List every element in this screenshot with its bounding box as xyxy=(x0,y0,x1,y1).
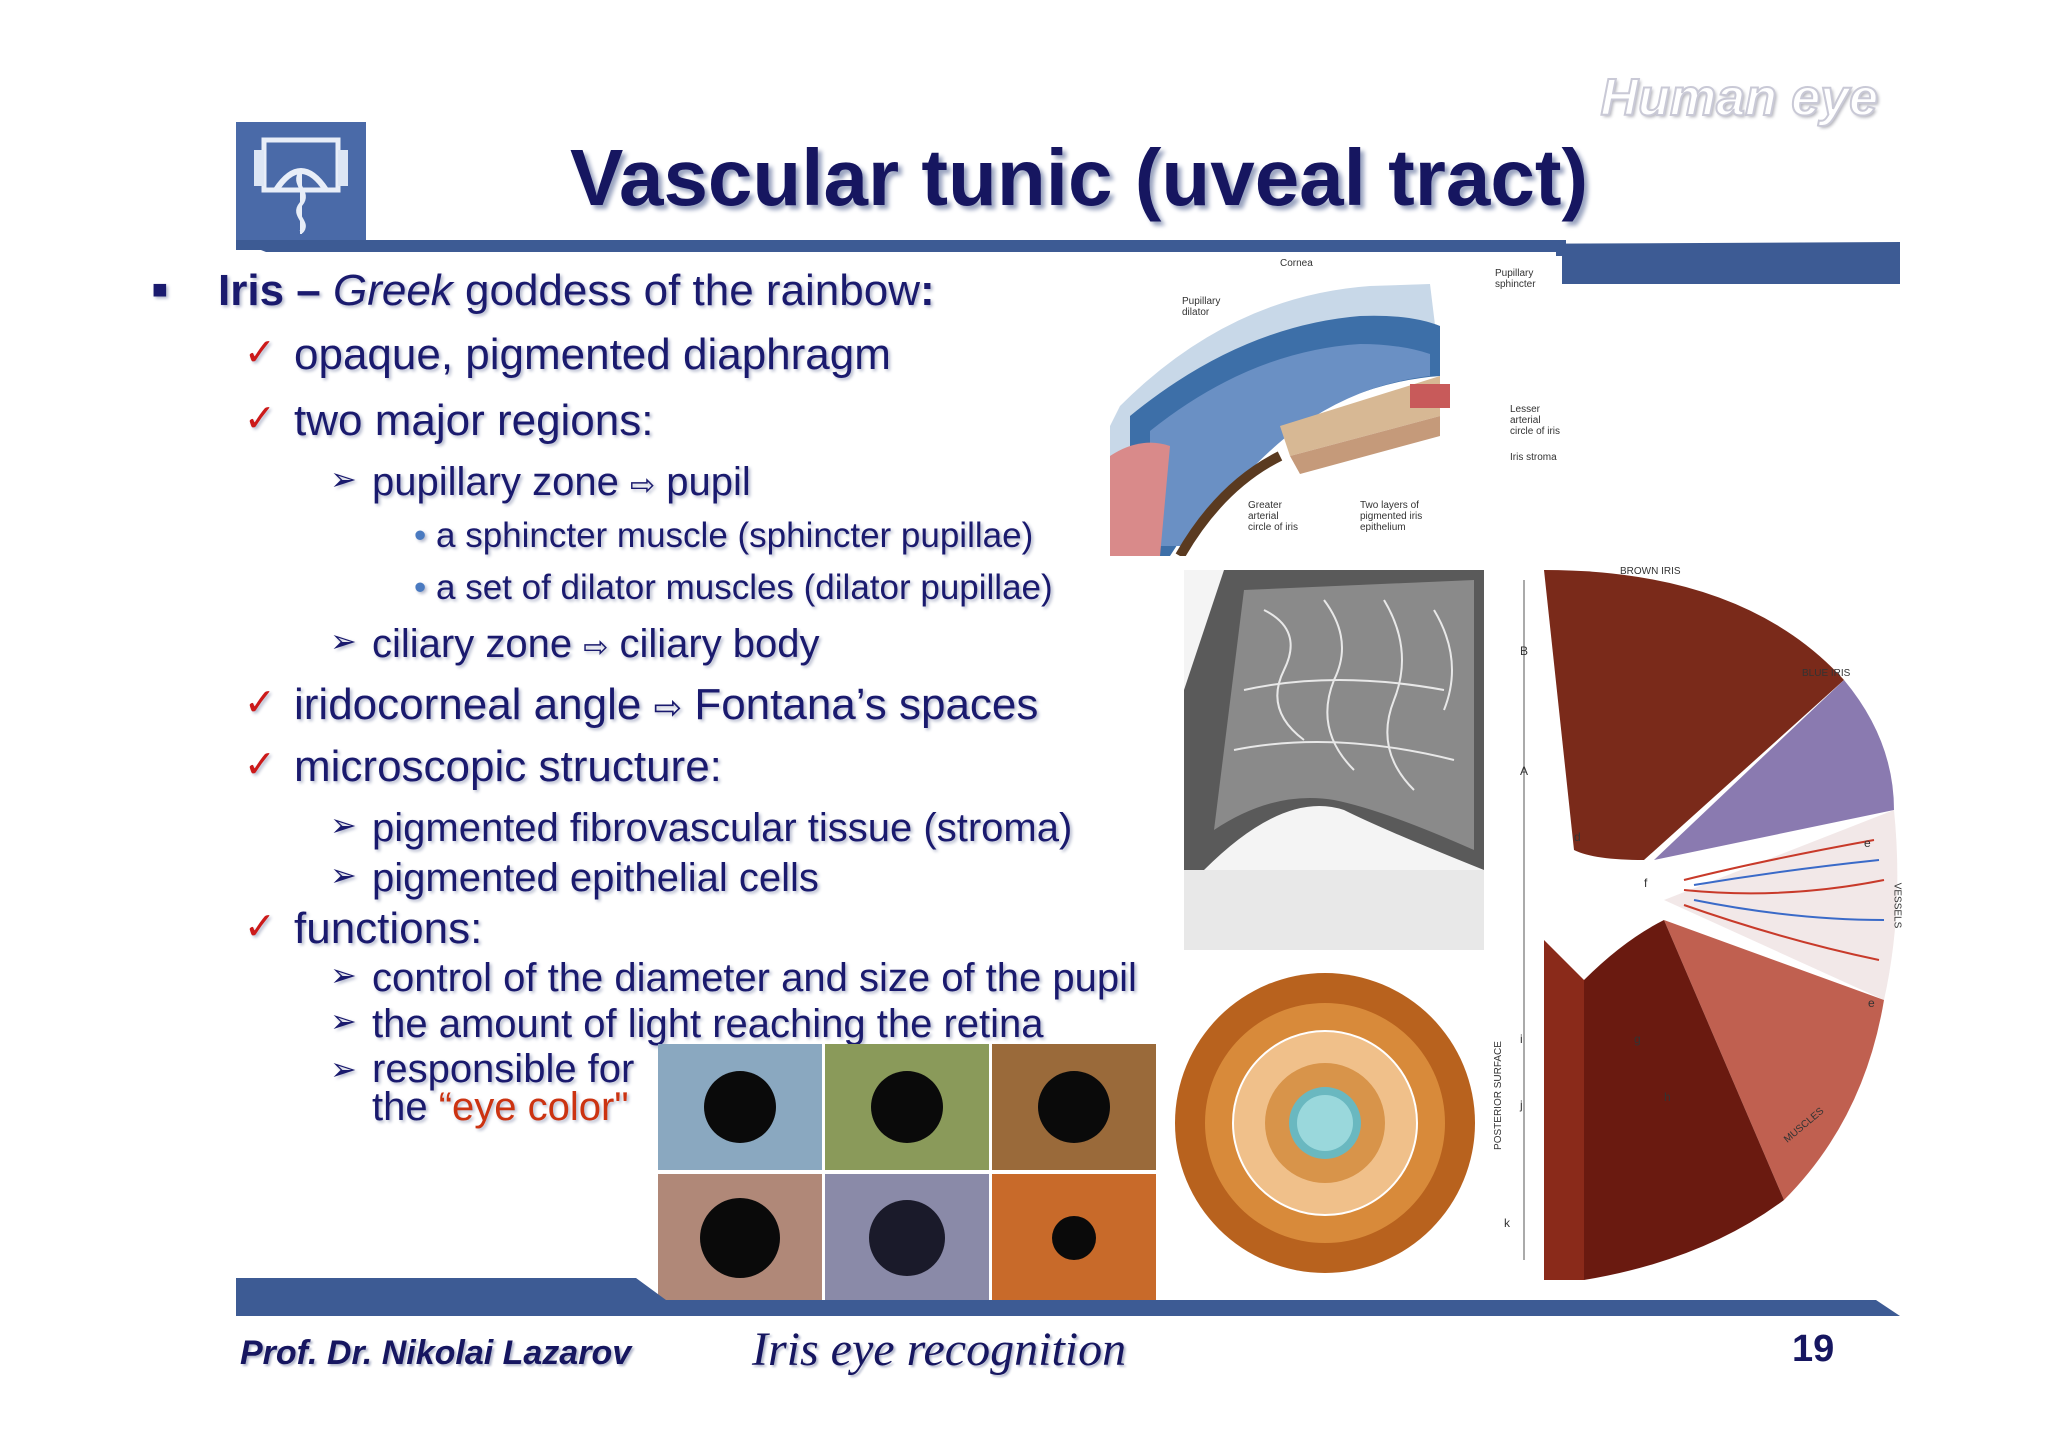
arrow-bullet-icon: ➢ xyxy=(330,807,357,843)
label-letter-j: j xyxy=(1520,1098,1523,1112)
sub-item-ciliary-zone: ➢ ciliary zone ⇨ ciliary body xyxy=(330,622,820,667)
iris-heading: Iris – Greek goddess of the rainbow: xyxy=(218,266,935,316)
university-logo xyxy=(236,122,366,242)
diameter-text: control of the diameter and size of the … xyxy=(372,956,1137,1000)
stroma-drawing-figure xyxy=(1184,570,1484,950)
sub-item-diameter: ➢ control of the diameter and size of th… xyxy=(330,956,1137,1001)
arrow-bullet-icon: ➢ xyxy=(330,957,357,993)
responsible-text: responsible for xyxy=(372,1047,635,1091)
eye-color-photos xyxy=(658,1044,1156,1302)
light-text: the amount of light reaching the retina xyxy=(372,1002,1044,1046)
label-lesser-arterial: Lesser arterial circle of iris xyxy=(1510,404,1561,437)
label-letter-i: i xyxy=(1520,1032,1523,1046)
label-letter-f: f xyxy=(1644,876,1648,890)
arrow-bullet-icon: ➢ xyxy=(330,623,357,659)
fontana-label: Fontana’s spaces xyxy=(694,680,1039,729)
check-item-opaque-text: opaque, pigmented diaphragm xyxy=(294,330,891,379)
label-letter-g: g xyxy=(1634,1032,1641,1046)
eye-color-prefix: the xyxy=(372,1085,439,1129)
label-letter-k: k xyxy=(1504,1216,1510,1230)
iris-heading-rest: goddess of the rainbow xyxy=(452,266,920,315)
sub-item-stroma: ➢ pigmented fibrovascular tissue (stroma… xyxy=(330,806,1073,851)
check-item-regions: ✓ two major regions: xyxy=(244,396,654,446)
arrow-bullet-icon: ➢ xyxy=(330,1051,357,1087)
label-letter-b: B xyxy=(1520,644,1529,658)
label-iris-stroma: Iris stroma xyxy=(1510,452,1557,463)
check-item-opaque: ✓ opaque, pigmented diaphragm xyxy=(244,330,891,380)
label-letter-d: d xyxy=(1574,830,1581,844)
label-pupillary-dilator: Pupillary dilator xyxy=(1182,296,1221,318)
check-item-iridocorneal: ✓ iridocorneal angle ⇨ Fontana’s spaces xyxy=(244,680,1039,730)
frontal-iris-figure xyxy=(1170,968,1480,1278)
footer-subject: Iris eye recognition xyxy=(752,1323,1127,1376)
footer-author: Prof. Dr. Nikolai Lazarov xyxy=(240,1334,632,1372)
dot-bullet-icon: • xyxy=(414,568,427,607)
label-letter-e: e xyxy=(1864,836,1871,850)
stroma-text: pigmented fibrovascular tissue (stroma) xyxy=(372,806,1073,850)
iridocorneal-label: iridocorneal angle xyxy=(294,680,642,729)
check-icon: ✓ xyxy=(244,744,276,786)
sphincter-text: a sphincter muscle (sphincter pupillae) xyxy=(436,516,1034,555)
arrow-bullet-icon: ➢ xyxy=(330,461,357,497)
label-two-layers: Two layers of pigmented iris epithelium xyxy=(1360,500,1423,533)
dot-bullet-icon: • xyxy=(414,516,427,555)
sub-item-eye-color: ➢ responsible for the “eye color" xyxy=(330,1047,635,1129)
check-item-regions-text: two major regions: xyxy=(294,396,654,445)
label-letter-a: A xyxy=(1520,764,1529,778)
arrow-bullet-icon: ➢ xyxy=(330,857,357,893)
iris-sector-figure: BROWN IRIS BLUE IRIS VESSELS MUSCLES POS… xyxy=(1484,560,1904,1300)
label-brown-iris: BROWN IRIS xyxy=(1620,566,1681,577)
dilator-text: a set of dilator muscles (dilator pupill… xyxy=(436,568,1053,607)
eye-color-highlight: “eye color" xyxy=(438,1085,629,1129)
sub-item-pupillary-zone: ➢ pupillary zone ⇨ pupil xyxy=(330,460,751,505)
label-blue-iris: BLUE IRIS xyxy=(1802,668,1851,679)
iris-cross-section-figure: Cornea Pupillary sphincter Pupillary dil… xyxy=(1110,256,1562,556)
iris-heading-bold: Iris – xyxy=(218,266,333,315)
dot-item-dilator: • a set of dilator muscles (dilator pupi… xyxy=(414,568,1053,608)
right-arrow-icon: ⇨ xyxy=(653,689,683,727)
label-vessels: VESSELS xyxy=(1891,882,1903,929)
dot-item-sphincter: • a sphincter muscle (sphincter pupillae… xyxy=(414,516,1033,556)
pupillary-zone-label: pupillary zone xyxy=(372,460,619,504)
label-letter-h: h xyxy=(1664,1090,1671,1104)
iris-heading-italic: Greek xyxy=(332,266,453,315)
page-number: 19 xyxy=(1792,1328,1835,1370)
label-greater-arterial: Greater arterial circle of iris xyxy=(1248,500,1299,533)
check-icon: ✓ xyxy=(244,906,276,948)
ciliary-zone-label: ciliary zone xyxy=(372,622,573,666)
label-posterior-surface: POSTERIOR SURFACE xyxy=(1492,1041,1504,1150)
right-arrow-icon: ⇨ xyxy=(583,631,609,664)
pupil-label: pupil xyxy=(666,460,751,504)
footer-divider-bar xyxy=(236,1278,1900,1316)
bullet-square: ■ xyxy=(152,273,168,304)
epithelial-text: pigmented epithelial cells xyxy=(372,856,819,900)
check-item-functions: ✓ functions: xyxy=(244,904,483,954)
iris-heading-colon: : xyxy=(920,266,935,315)
sub-item-light: ➢ the amount of light reaching the retin… xyxy=(330,1002,1044,1047)
ciliary-body-label: ciliary body xyxy=(619,622,820,666)
label-pupillary-sphincter: Pupillary sphincter xyxy=(1495,268,1536,290)
microscopic-text: microscopic structure: xyxy=(294,742,722,791)
check-item-microscopic: ✓ microscopic structure: xyxy=(244,742,722,792)
corner-title: Human eye xyxy=(1600,68,1879,128)
check-icon: ✓ xyxy=(244,332,276,374)
label-cornea: Cornea xyxy=(1280,258,1313,269)
sub-item-epithelial: ➢ pigmented epithelial cells xyxy=(330,856,819,901)
functions-text: functions: xyxy=(294,904,483,953)
title-divider-bar xyxy=(236,240,1900,284)
right-arrow-icon: ⇨ xyxy=(629,469,656,502)
slide-title: Vascular tunic (uveal tract) xyxy=(570,133,1589,222)
check-icon: ✓ xyxy=(244,398,276,440)
label-letter-e: e xyxy=(1868,996,1875,1010)
check-icon: ✓ xyxy=(244,682,276,724)
arrow-bullet-icon: ➢ xyxy=(330,1003,357,1039)
